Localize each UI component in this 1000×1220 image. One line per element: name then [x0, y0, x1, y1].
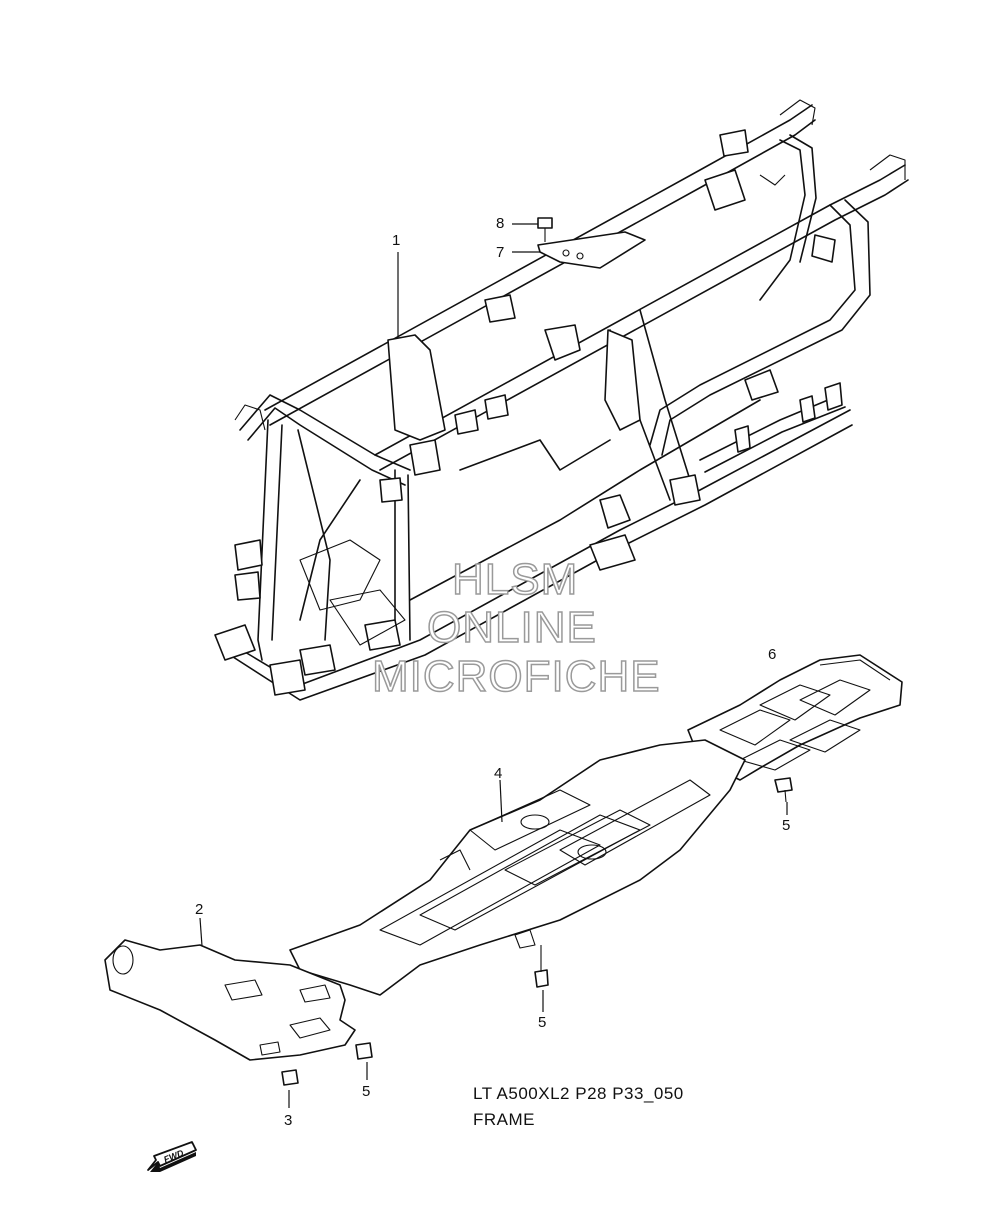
leader-lines: [199, 223, 788, 1108]
callout-7: 7: [496, 244, 505, 261]
callout-5-left: 5: [362, 1083, 371, 1100]
callout-5-center: 5: [538, 1014, 547, 1031]
nut-part-3: [281, 1069, 299, 1086]
frame-part-1: [214, 99, 909, 701]
callout-5-right: 5: [782, 817, 791, 834]
watermark-line-1: HLSM: [451, 554, 579, 605]
bolt-part-5-center: [534, 945, 549, 988]
center-skid-part-4: [289, 739, 746, 996]
callout-2: 2: [195, 901, 204, 918]
fwd-arrow-icon: FWD: [147, 1141, 197, 1172]
bracket-part-7: [537, 231, 646, 269]
rear-guard-part-6: [687, 654, 903, 781]
callout-3: 3: [284, 1112, 293, 1129]
watermark-line-2: ONLINE: [426, 602, 597, 653]
front-skid-part-2: [104, 939, 356, 1061]
watermark-line-3: MICROFICHE: [371, 651, 661, 702]
callout-4: 4: [494, 765, 503, 782]
bolt-part-5-right: [774, 777, 793, 803]
diagram-title: FRAME: [473, 1110, 535, 1129]
callout-6: 6: [768, 646, 777, 663]
bolt-part-5-left: [355, 1042, 373, 1060]
diagram-code: LT A500XL2 P28 P33_050: [473, 1084, 684, 1103]
callout-8: 8: [496, 215, 505, 232]
bolt-part-8: [537, 217, 553, 242]
callout-1: 1: [392, 232, 401, 249]
